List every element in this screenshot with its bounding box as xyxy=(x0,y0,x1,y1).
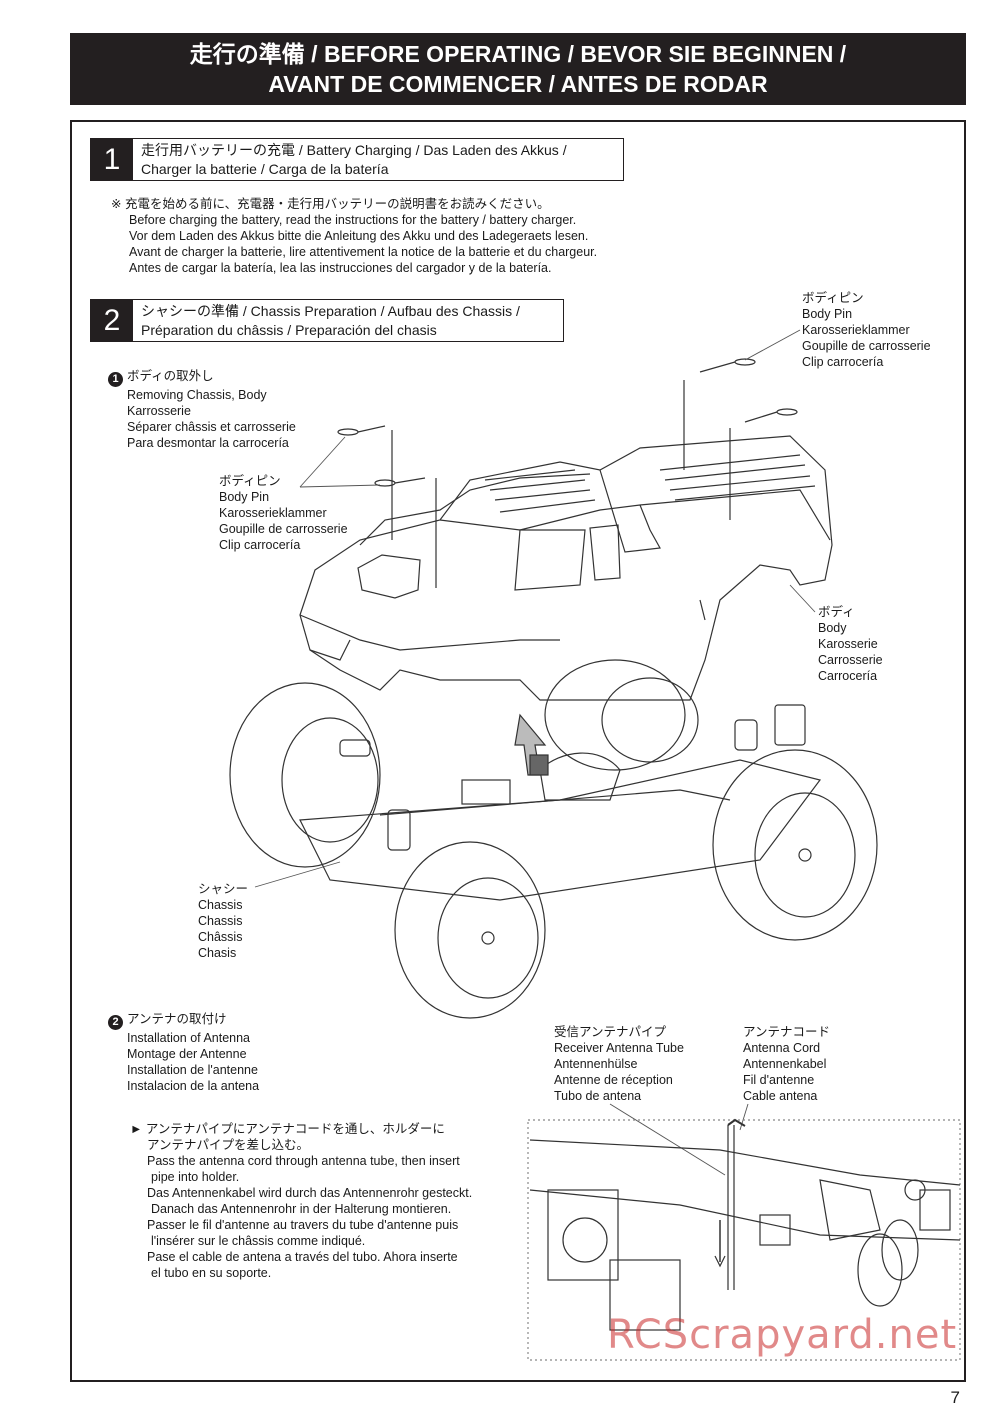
chassis-label-line: シャシー xyxy=(198,882,249,896)
body-pin-drawings xyxy=(337,358,798,588)
body-pin-left-line: Karosserieklammer xyxy=(219,506,327,520)
section-1-title-line-2: Charger la batterie / Carga de la baterí… xyxy=(141,161,389,177)
note-line: Vor dem Laden des Akkus bitte die Anleit… xyxy=(129,229,589,243)
step-2-antenna-installation: 2 アンテナの取付け Installation of Antenna Montag… xyxy=(108,1011,259,1094)
section-1-heading: 1 走行用バッテリーの充電 / Battery Charging / Das L… xyxy=(90,138,624,181)
header-line-2: AVANT DE COMMENCER / ANTES DE RODAR xyxy=(268,71,768,97)
antenna-cord-line: アンテナコード xyxy=(743,1025,831,1039)
step-1-line: Karrosserie xyxy=(127,404,191,418)
instruction-line: Danach das Antennenrohr in der Halterung… xyxy=(151,1202,452,1216)
step-1-line: Removing Chassis, Body xyxy=(127,388,267,402)
antenna-tube-line: 受信アンテナパイプ xyxy=(554,1025,667,1039)
section-2-title-line-2: Préparation du châssis / Preparación del… xyxy=(141,322,437,338)
instruction-line: Das Antennenkabel wird durch das Antenne… xyxy=(147,1186,473,1200)
body-pin-label-right: ボディピン Body Pin Karosserieklammer Goupill… xyxy=(802,290,931,370)
watermark: RCScrapyard.net xyxy=(607,1312,958,1358)
antenna-instructions: ► アンテナパイプにアンテナコードを通し、ホルダーに アンテナパイプを差し込む。… xyxy=(130,1121,472,1281)
instruction-line: Pase el cable de antena a través del tub… xyxy=(147,1250,458,1264)
antenna-tube-line: Antennenhülse xyxy=(554,1057,638,1071)
body-pin-left-line: ボディピン xyxy=(219,474,281,488)
body-pin-left-line: Body Pin xyxy=(219,490,270,504)
chassis-label-line: Châssis xyxy=(198,930,243,944)
truck-body-drawing xyxy=(299,435,833,701)
body-pin-left-line: Clip carrocería xyxy=(219,538,301,552)
antenna-tube-label: 受信アンテナパイプ Receiver Antenna Tube Antennen… xyxy=(554,1024,684,1104)
section-1-title-line-1: 走行用バッテリーの充電 / Battery Charging / Das Lad… xyxy=(141,142,567,158)
step-2-line: Installation de l'antenne xyxy=(127,1063,258,1077)
charging-note: ※ 充電を始める前に、充電器・走行用バッテリーの説明書をお読みください。 Bef… xyxy=(111,196,597,276)
body-pin-right-line: Body Pin xyxy=(802,307,853,321)
note-line: Antes de cargar la batería, lea las inst… xyxy=(129,261,552,275)
body-label-line: Carrosserie xyxy=(818,653,883,667)
chassis-label-line: Chasis xyxy=(198,946,237,960)
section-2-title-line-1: シャシーの準備 / Chassis Preparation / Aufbau d… xyxy=(141,303,520,319)
chassis-label: シャシー Chassis Chassis Châssis Chasis xyxy=(198,881,248,961)
step-1-line: Para desmontar la carrocería xyxy=(127,436,289,450)
page-header: 走行の準備 / BEFORE OPERATING / BEVOR SIE BEG… xyxy=(70,33,966,105)
section-1-number: 1 xyxy=(91,139,133,180)
body-pin-right-line: Karosserieklammer xyxy=(802,323,910,337)
body-pin-left-line: Goupille de carrosserie xyxy=(219,522,348,536)
antenna-cord-line: Cable antena xyxy=(743,1089,818,1103)
chassis-label-line: Chassis xyxy=(198,914,243,928)
instruction-line: pipe into holder. xyxy=(151,1170,240,1184)
antenna-detail-drawing xyxy=(527,1118,961,1361)
step-1-bullet: 1 xyxy=(108,372,123,387)
leader-lines xyxy=(254,329,816,1176)
note-line: Avant de charger la batterie, lire atten… xyxy=(129,245,598,259)
step-2-line: Montage der Antenne xyxy=(127,1047,247,1061)
body-pin-right-line: ボディピン xyxy=(802,291,864,305)
section-2-number: 2 xyxy=(91,300,133,341)
body-label: ボディ Body Karosserie Carrosserie Carrocer… xyxy=(818,604,883,684)
antenna-cord-line: Fil d'antenne xyxy=(743,1073,815,1087)
step-2-line: Installation of Antenna xyxy=(127,1031,251,1045)
body-pin-label-left: ボディピン Body Pin Karosserieklammer Goupill… xyxy=(219,473,348,553)
instruction-line: アンテナパイプを差し込む。 xyxy=(147,1138,310,1152)
step-1-line: ボディの取外し xyxy=(127,369,214,383)
antenna-tube-line: Receiver Antenna Tube xyxy=(554,1041,684,1055)
header-line-1: 走行の準備 / BEFORE OPERATING / BEVOR SIE BEG… xyxy=(189,41,847,67)
section-2-heading: 2 シャシーの準備 / Chassis Preparation / Aufbau… xyxy=(90,299,564,342)
instruction-line: l'insérer sur le châssis comme indiqué. xyxy=(151,1234,366,1248)
chassis-drawing xyxy=(229,659,878,1019)
content-frame xyxy=(70,120,966,1382)
note-line: ※ 充電を始める前に、充電器・走行用バッテリーの説明書をお読みください。 xyxy=(111,197,550,211)
step-1-removing-body: 1 ボディの取外し Removing Chassis, Body Karrosse… xyxy=(108,368,296,451)
body-label-line: ボディ xyxy=(818,605,855,619)
step-2-line: Instalacion de la antena xyxy=(127,1079,260,1093)
body-label-line: Carrocería xyxy=(818,669,878,683)
instruction-line: el tubo en su soporte. xyxy=(151,1266,272,1280)
antenna-cord-line: Antenna Cord xyxy=(743,1041,821,1055)
note-line: Before charging the battery, read the in… xyxy=(129,213,577,227)
chassis-label-line: Chassis xyxy=(198,898,243,912)
instruction-line: アンテナパイプにアンテナコードを通し、ホルダーに xyxy=(145,1122,445,1136)
antenna-tube-line: Antenne de réception xyxy=(554,1073,673,1087)
antenna-tube-line: Tubo de antena xyxy=(554,1089,642,1103)
body-label-line: Body xyxy=(818,621,847,635)
antenna-cord-label: アンテナコード Antenna Cord Antennenkabel Fil d… xyxy=(743,1024,830,1104)
body-pin-right-line: Clip carrocería xyxy=(802,355,884,369)
page-number: 7 xyxy=(950,1388,960,1407)
instruction-marker: ► xyxy=(130,1122,143,1136)
body-pin-right-line: Goupille de carrosserie xyxy=(802,339,931,353)
instruction-line: Passer le fil d'antenne au travers du tu… xyxy=(147,1218,459,1232)
step-2-line: アンテナの取付け xyxy=(127,1012,227,1026)
step-2-bullet: 2 xyxy=(108,1015,123,1030)
body-label-line: Karosserie xyxy=(818,637,878,651)
instruction-line: Pass the antenna cord through antenna tu… xyxy=(147,1154,460,1168)
antenna-cord-line: Antennenkabel xyxy=(743,1057,827,1071)
step-1-line: Séparer châssis et carrosserie xyxy=(127,420,296,434)
